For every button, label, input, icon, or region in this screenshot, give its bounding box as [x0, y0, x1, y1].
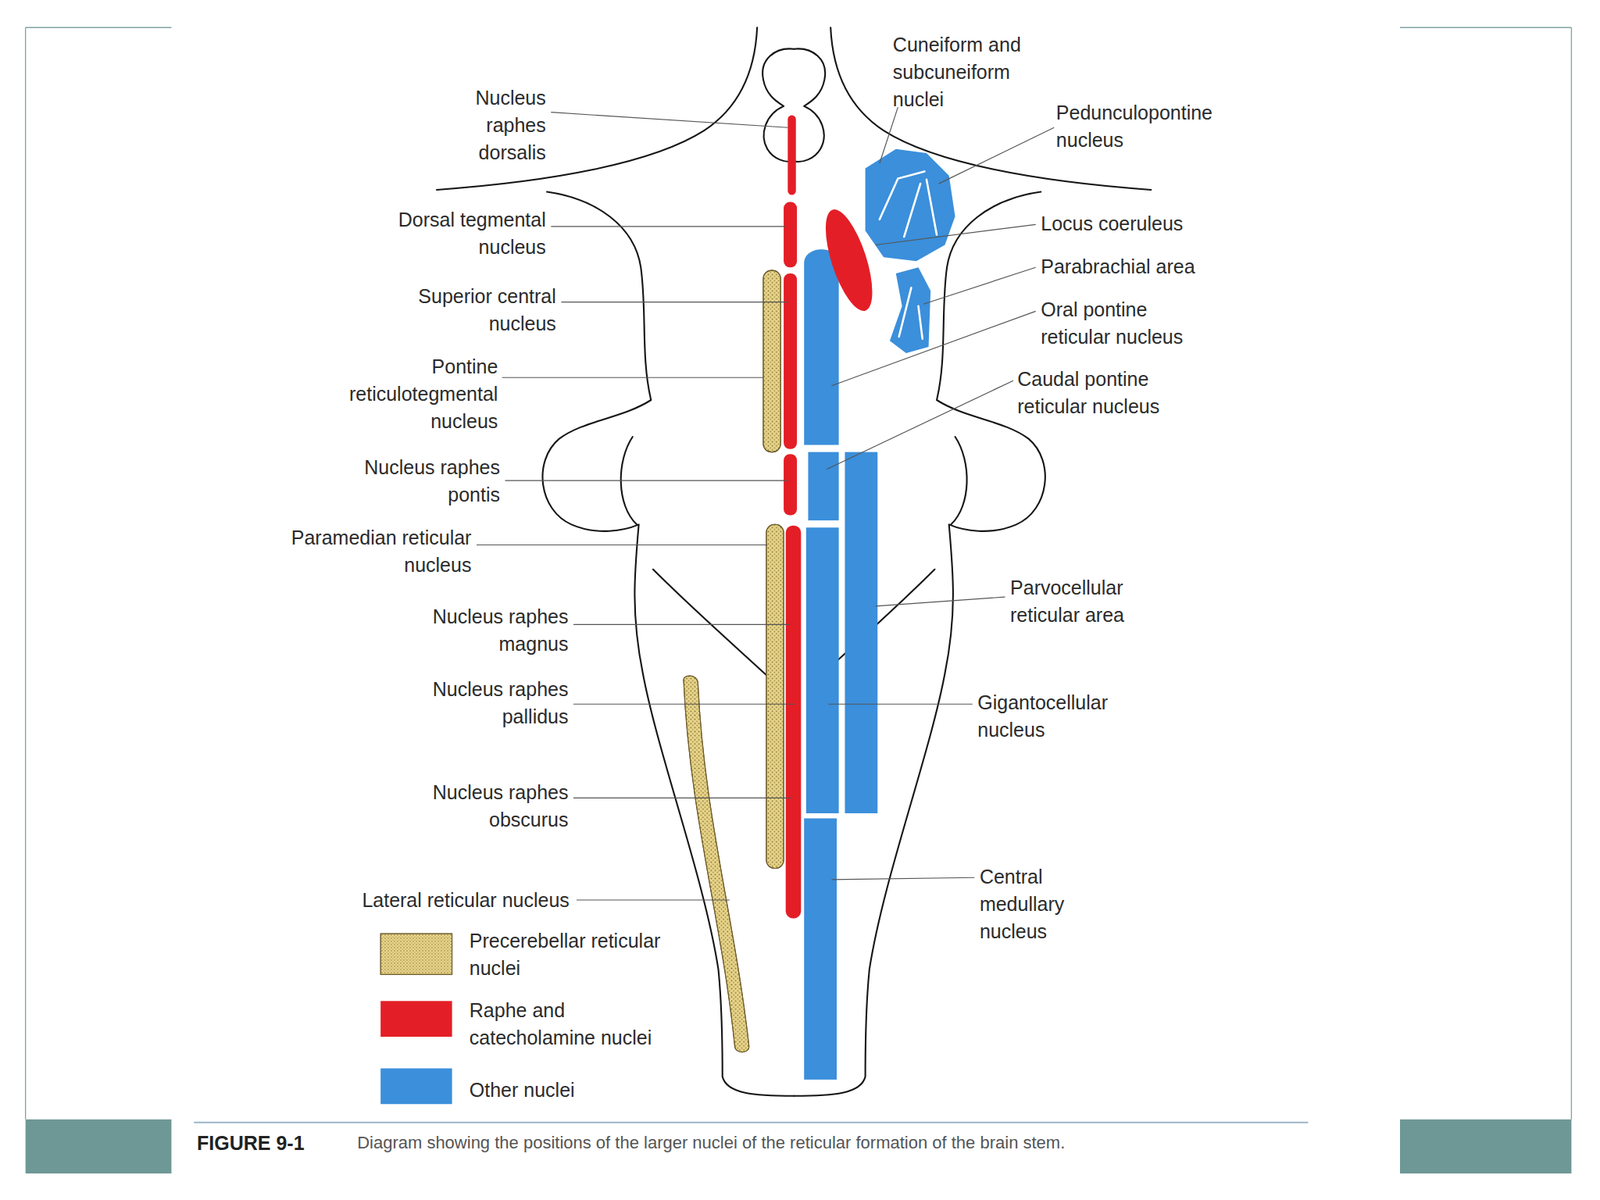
nucleus-label: Nucleus raphes magnus	[424, 603, 569, 658]
leader-line	[831, 877, 975, 880]
medulla-line	[653, 569, 774, 683]
leader-line	[879, 107, 899, 164]
nucleus-label: Parvocellular reticular area	[1010, 574, 1167, 629]
leader-line	[828, 703, 973, 705]
nucleus-label: Central medullary nucleus	[979, 863, 1082, 946]
raphe-nucleus	[783, 202, 797, 268]
reticular-nucleus	[806, 527, 840, 814]
frame-line	[1571, 27, 1572, 1120]
raphe-nucleus	[787, 115, 796, 196]
nucleus-label: Paramedian reticular nucleus	[279, 524, 472, 579]
nucleus-label: Oral pontine reticular nucleus	[1040, 296, 1197, 351]
leader-line	[576, 899, 730, 900]
nucleus-label: Locus coeruleus	[1040, 210, 1244, 238]
nucleus-label: Parabrachial area	[1040, 253, 1244, 281]
nucleus-label: Nucleus raphes pontis	[355, 453, 500, 509]
locus-coeruleus-shape	[816, 204, 883, 317]
raphe-nucleus	[783, 273, 797, 450]
leader-line	[505, 480, 789, 482]
nucleus-label: Caudal pontine reticular nucleus	[1017, 365, 1174, 421]
leader-line	[939, 127, 1055, 184]
legend-swatch	[380, 933, 452, 975]
reticular-nucleus	[889, 267, 931, 354]
nucleus-label: Gigantocellular nucleus	[977, 689, 1134, 744]
frame-line	[25, 27, 26, 1120]
leader-line	[875, 596, 1006, 607]
nucleus-label: Dorsal tegmental nucleus	[382, 206, 547, 261]
nucleus-label: Cuneiform and subcuneiform nuclei	[892, 31, 1026, 114]
nucleus-label: Nucleus raphes obscurus	[424, 778, 569, 834]
frame-line	[1400, 27, 1572, 29]
stipple	[380, 933, 452, 975]
leader-line	[573, 624, 790, 625]
leader-line	[573, 703, 797, 705]
leader-line	[476, 544, 768, 546]
precerebellar-nucleus	[766, 524, 784, 868]
leader-line	[875, 224, 1036, 245]
caption-rule	[193, 1121, 1308, 1124]
nucleus-label: Lateral reticular nucleus	[311, 886, 570, 915]
leader-line	[826, 380, 1014, 470]
legend-text: Raphe and catecholamine nuclei	[469, 996, 681, 1052]
peduncle-line	[950, 436, 967, 525]
nucleus-label: Pedunculopontine nucleus	[1056, 99, 1244, 154]
stipple	[766, 524, 784, 868]
stipple	[763, 270, 781, 452]
frame-bar	[1400, 1119, 1572, 1174]
subdivision-line	[879, 171, 937, 237]
nucleus-label: Superior central nucleus	[407, 282, 557, 338]
leader-line	[550, 112, 788, 129]
leader-line	[573, 797, 791, 799]
leader-line	[923, 267, 1036, 304]
leader-line	[560, 301, 788, 303]
reticular-nucleus	[807, 452, 839, 522]
nucleus-label: Nucleus raphes dorsalis	[449, 84, 547, 167]
legend-swatch	[380, 1000, 452, 1037]
frame-bar	[25, 1119, 172, 1174]
brainstem-outline	[436, 27, 758, 190]
nucleus-label: Nucleus raphes pallidus	[424, 675, 569, 731]
leader-line	[550, 225, 786, 227]
reticular-nucleus	[844, 452, 878, 814]
precerebellar-nucleus	[763, 270, 781, 452]
frame-line	[25, 27, 172, 29]
legend-text: Other nuclei	[469, 1076, 681, 1104]
leader-line	[831, 310, 1036, 386]
brainstem-outline	[793, 192, 1046, 1097]
subdivision-line	[899, 287, 923, 339]
reticular-nucleus	[803, 818, 837, 1080]
legend-swatch	[380, 1068, 452, 1105]
precerebellar-nucleus	[683, 675, 750, 1053]
leader-line	[502, 377, 764, 379]
stipple	[683, 675, 750, 1053]
raphe-nucleus	[783, 453, 797, 515]
figure-number: FIGURE 9-1	[196, 1129, 338, 1158]
brainstem-outline	[542, 192, 795, 1097]
reticular-nucleus	[803, 249, 839, 445]
raphe-nucleus	[785, 525, 802, 919]
figure-caption: Diagram showing the positions of the lar…	[357, 1131, 1065, 1155]
nucleus-label: Pontine reticulotegmental nucleus	[341, 353, 498, 436]
legend-text: Precerebellar reticular nuclei	[469, 927, 681, 983]
colliculus-outline	[793, 48, 825, 162]
